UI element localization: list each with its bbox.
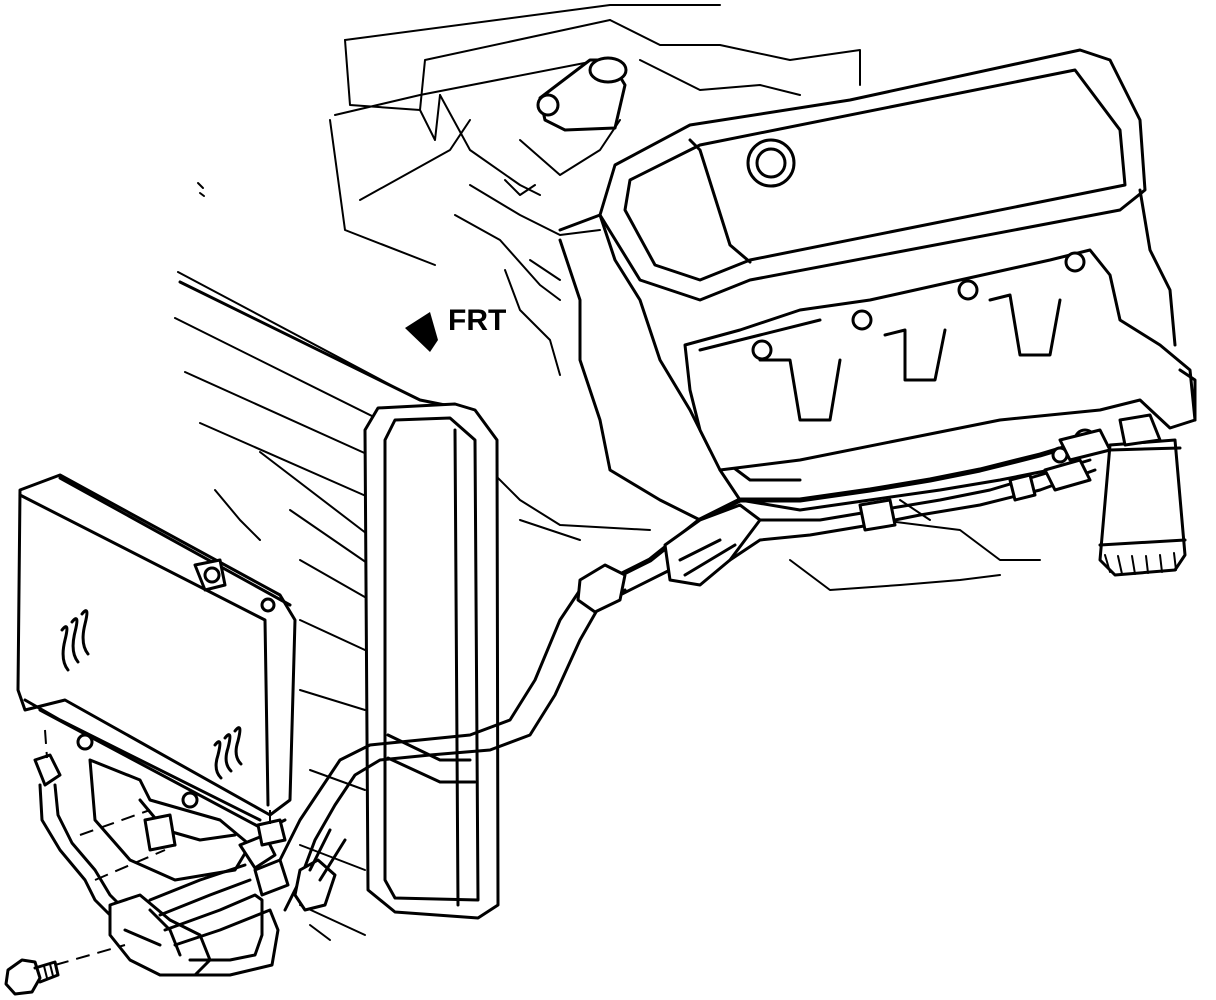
cooler-mount-bracket (4, 729, 290, 996)
front-arrow-icon (405, 312, 438, 352)
vehicle-body-outline (197, 4, 861, 541)
cooler-lines-main (268, 563, 627, 912)
front-label: FRT (448, 304, 506, 337)
cooler-lines-engine (597, 428, 1112, 597)
transmission-oil-cooler (16, 473, 297, 832)
oil-filter (1098, 413, 1187, 577)
front-direction-indicator: FRT (405, 304, 506, 352)
engine-block (536, 48, 1197, 591)
radiator-side-tank (363, 402, 500, 920)
